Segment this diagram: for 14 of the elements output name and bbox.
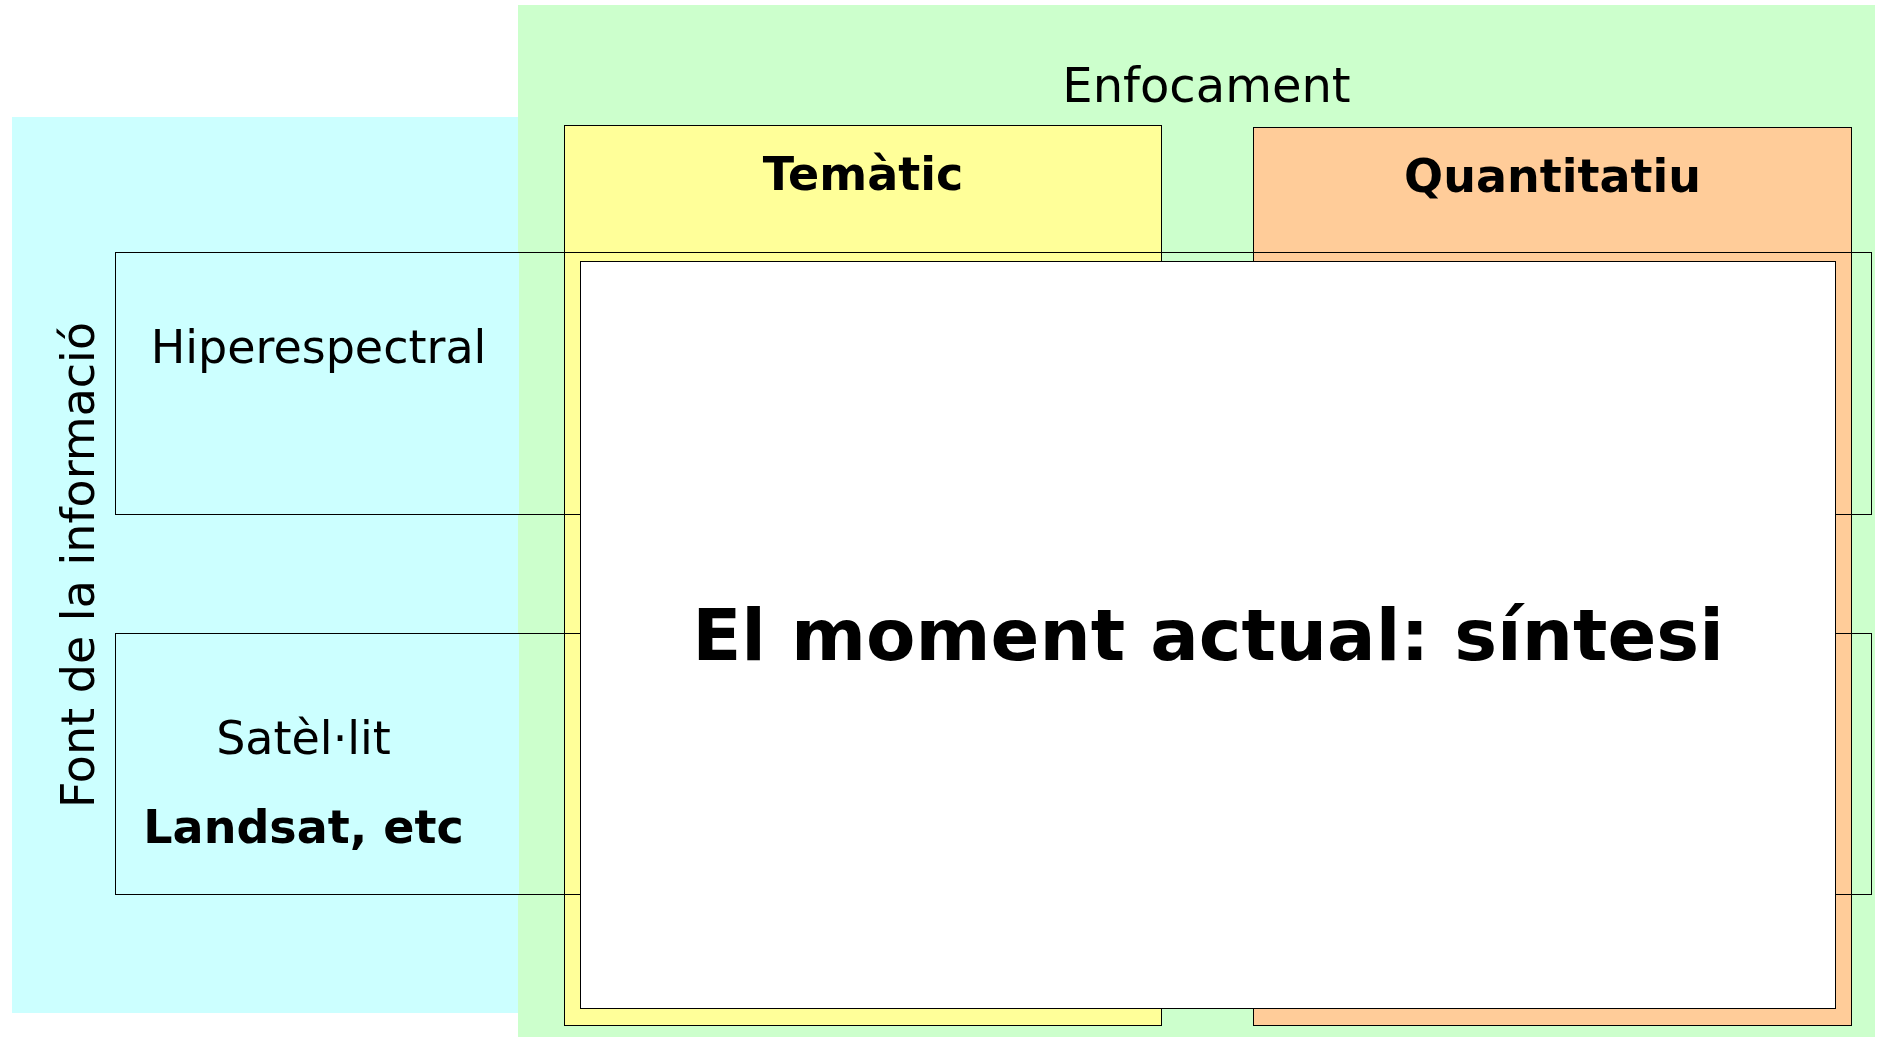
quantitative-column (1253, 127, 1852, 252)
node-label: Landsat, etc (143, 799, 464, 856)
node-label: Enfocament (1062, 56, 1351, 115)
node-label: Satèl·lit (216, 710, 391, 767)
node-label: Quantitatiu (1404, 148, 1701, 205)
thematic-column (564, 125, 1162, 252)
node-label: Font de la informació (50, 321, 105, 809)
satellite-row (115, 633, 564, 895)
approach-panel (518, 5, 1875, 1037)
hyperspectral-row (115, 252, 564, 515)
node-label: Temàtic (762, 146, 964, 203)
node-label: Hiperespectral (150, 319, 487, 376)
synthesis-box (580, 261, 1836, 1009)
node-label: El moment actual: síntesi (692, 592, 1724, 679)
